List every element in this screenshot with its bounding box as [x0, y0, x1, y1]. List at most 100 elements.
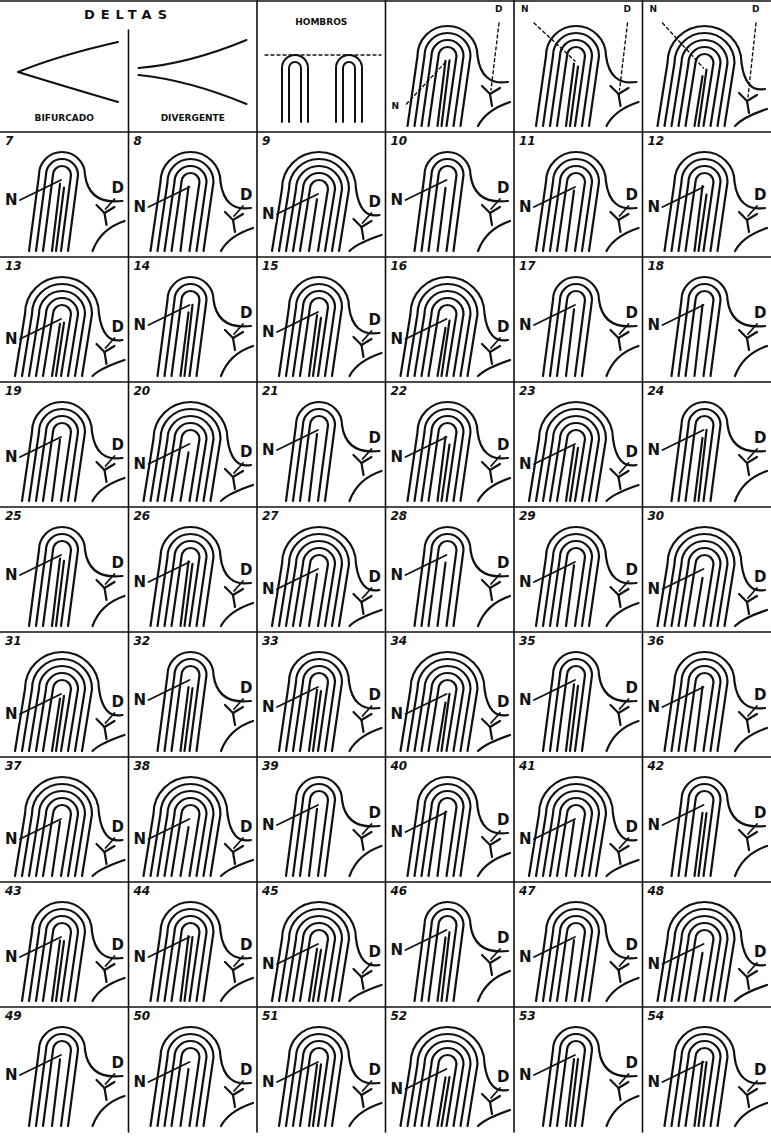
leader-line: [534, 680, 629, 709]
fingerprint-loop: [543, 652, 637, 751]
delta-symbol: [350, 1087, 382, 1126]
leader-line: [534, 562, 629, 591]
delta-symbol: [607, 212, 639, 251]
delta-marker: D: [111, 438, 125, 453]
leader-line: [149, 562, 244, 591]
cell-number: 20: [133, 385, 152, 397]
delta-marker: D: [368, 570, 382, 585]
cell-number: 50: [133, 1010, 152, 1022]
delta-symbol: [221, 330, 253, 376]
cell-number: 34: [390, 635, 409, 647]
delta-symbol: [93, 344, 125, 376]
cell-number: 13: [4, 260, 23, 272]
delta-symbol: [93, 462, 125, 501]
leader-line: [149, 819, 244, 848]
delta-marker: D: [625, 563, 639, 578]
fingerprint-loop: [529, 777, 637, 876]
cell-number: 37: [4, 760, 23, 772]
delta-marker: D: [239, 188, 253, 203]
delta-marker: D: [625, 1056, 639, 1071]
fingerprint-loop: [272, 152, 380, 251]
delta-symbol: [221, 844, 253, 876]
fingerprint-loop: [415, 152, 509, 251]
delta-marker: D: [239, 306, 253, 321]
cell-number: 24: [647, 385, 666, 397]
leader-line: [663, 944, 758, 973]
delta-symbol: [93, 844, 125, 876]
fingerprint-loop: [15, 777, 123, 876]
delta-marker: D: [111, 320, 125, 335]
leader-line: [20, 694, 115, 723]
leader-line: [406, 319, 501, 348]
leader-line: [407, 23, 500, 104]
core-marker: N: [133, 318, 148, 333]
core-marker: N: [4, 707, 19, 722]
cell-number: 26: [133, 510, 152, 522]
leader-line: [663, 687, 758, 716]
cell-number: 16: [390, 260, 409, 272]
fingerprint-loop: [272, 527, 380, 626]
delta-symbol: [478, 955, 510, 1001]
delta-marker: D: [239, 563, 253, 578]
cell-number: 23: [518, 385, 537, 397]
section-title: HOMBROS: [294, 18, 348, 27]
cell-number: 43: [4, 885, 23, 897]
section-title: DELTAS: [83, 8, 174, 21]
core-marker: N: [649, 5, 659, 14]
delta-symbol: [221, 587, 253, 626]
core-marker: N: [518, 950, 533, 965]
cell-number: 39: [261, 760, 280, 772]
fingerprint-loop: [658, 26, 766, 126]
fingerprint-loop: [543, 1027, 637, 1126]
core-marker: N: [261, 957, 276, 972]
delta-symbol: [607, 469, 639, 501]
shoulder-loops: [282, 55, 362, 122]
cell-number: 18: [647, 260, 666, 272]
delta-marker: D: [625, 445, 639, 460]
leader-line: [406, 930, 501, 959]
core-marker: N: [647, 582, 662, 597]
leader-line: [534, 444, 629, 473]
delta-symbol: [607, 587, 639, 626]
cell-number: 19: [4, 385, 23, 397]
cell-number: 52: [390, 1010, 409, 1022]
cell-number: 33: [261, 635, 280, 647]
cell-number: 49: [4, 1010, 23, 1022]
core-marker: N: [390, 1082, 405, 1097]
leader-line: [663, 1062, 758, 1091]
delta-symbol: [478, 580, 510, 626]
cell-number: 7: [4, 135, 14, 147]
cell-number: 32: [133, 635, 152, 647]
divergent-delta: [139, 40, 247, 104]
cell-number: 38: [133, 760, 152, 772]
leader-line: [149, 937, 244, 966]
leader-line: [277, 430, 372, 459]
fingerprint-loop: [158, 277, 252, 376]
delta-symbol: [478, 205, 510, 251]
delta-symbol: [221, 1087, 253, 1126]
core-marker: N: [647, 318, 662, 333]
leader-line: [406, 180, 501, 209]
core-marker: N: [647, 1075, 662, 1090]
delta-symbol: [478, 837, 510, 876]
delta-symbol: [607, 330, 639, 376]
delta-marker: D: [751, 5, 760, 14]
leader-line: [149, 1062, 244, 1091]
cell-number: 40: [390, 760, 409, 772]
delta-symbol: [735, 93, 767, 126]
delta-marker: D: [753, 306, 767, 321]
delta-marker: D: [625, 938, 639, 953]
bifurcated-delta: [18, 42, 118, 102]
leader-line: [149, 305, 244, 334]
delta-symbol: [607, 705, 639, 751]
leader-line: [20, 937, 115, 966]
delta-symbol: [350, 712, 382, 751]
delta-symbol: [93, 719, 125, 751]
delta-symbol: [350, 594, 382, 626]
core-marker: N: [518, 693, 533, 708]
leader-line: [534, 23, 628, 90]
core-marker: N: [390, 568, 405, 583]
leader-line: [534, 305, 629, 334]
cell-number: 30: [647, 510, 666, 522]
